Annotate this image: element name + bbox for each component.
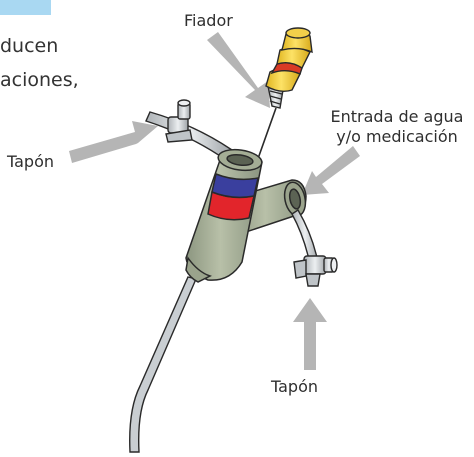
label-cap-bottom: Tapón	[271, 377, 319, 396]
cap-right	[291, 209, 338, 287]
arrow-to-cap-left	[69, 121, 158, 163]
cropped-text-line-2: aciones,	[0, 69, 79, 91]
arrow-to-stylet	[207, 32, 270, 108]
label-stylet: Fiador	[184, 11, 233, 30]
accent-tab	[0, 0, 51, 15]
arrow-to-cap-bottom	[293, 298, 327, 370]
label-cap-left: Tapón	[7, 152, 55, 171]
label-water-inlet-line-2: y/o medicación	[336, 127, 458, 146]
hub-body	[185, 148, 307, 283]
needle	[129, 276, 197, 453]
label-water-inlet-line-1: Entrada de agua	[330, 107, 464, 126]
cropped-text-line-1: ducen	[0, 35, 59, 57]
stylet-hub	[265, 27, 313, 109]
cap-left	[145, 99, 233, 162]
arrow-to-water-inlet	[302, 146, 360, 195]
